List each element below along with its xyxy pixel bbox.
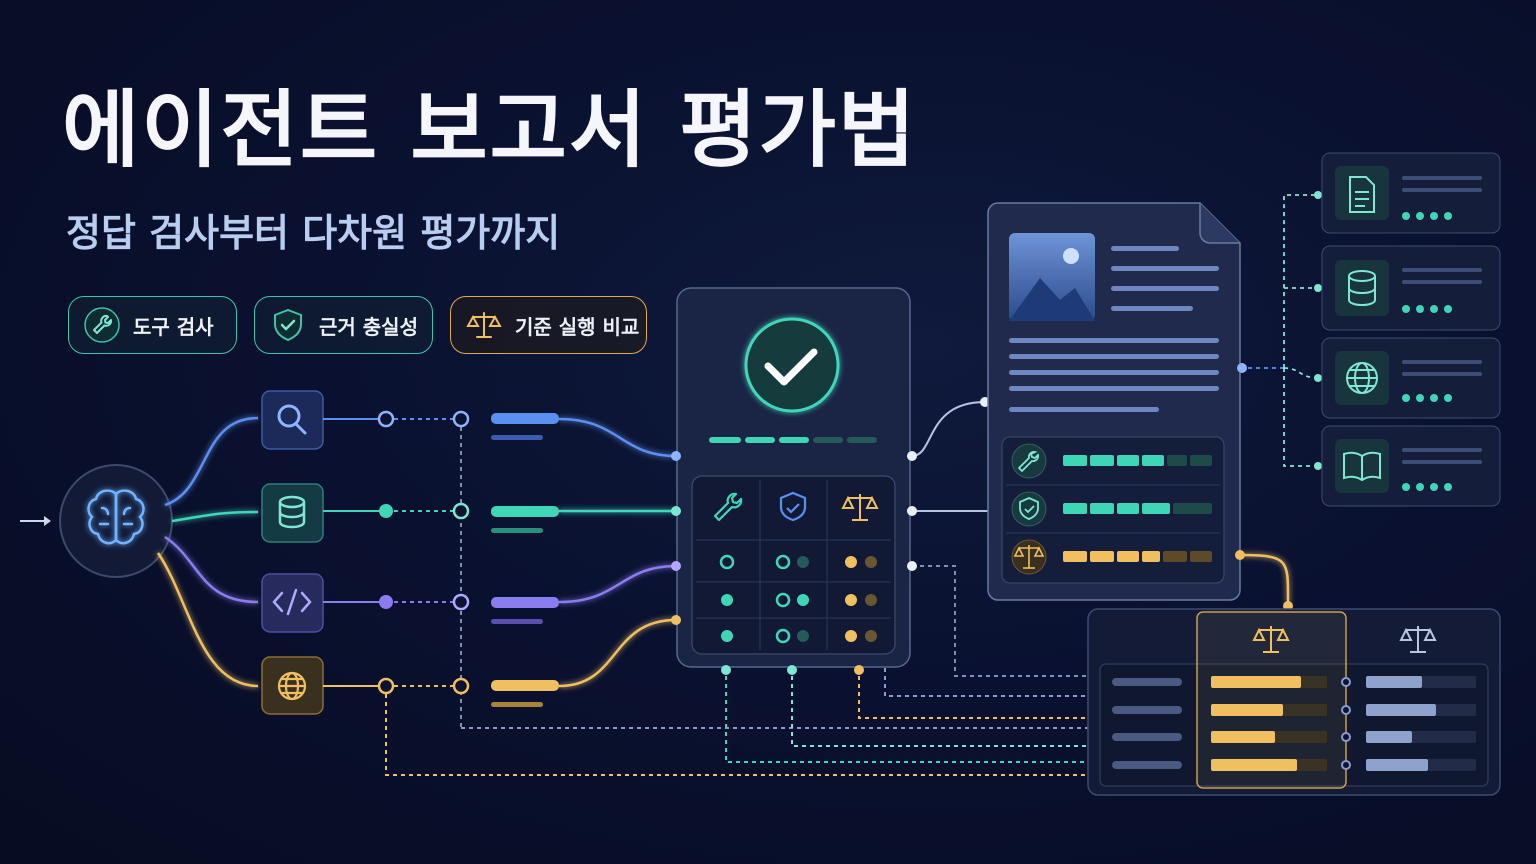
wrench-icon <box>1017 451 1039 473</box>
report-to-comparison-edge <box>1235 550 1293 611</box>
code-icon <box>272 588 312 616</box>
agent-to-tools-edges <box>156 416 259 688</box>
report-to-sources-edges <box>1240 194 1319 467</box>
tool-output-lines <box>323 418 1090 776</box>
chip-tool-check: 도구 검사 <box>68 296 237 354</box>
chip-label: 기준 실행 비교 <box>515 314 640 339</box>
document-icon <box>1349 176 1375 213</box>
checkpoint-nodes <box>377 410 470 695</box>
chip-label: 근거 충실성 <box>319 314 418 339</box>
tool-search <box>261 390 324 450</box>
wrench-icon <box>713 492 743 522</box>
tool-code <box>261 573 324 633</box>
globe-icon <box>1346 362 1378 394</box>
bars-to-evaluator-edges <box>558 417 677 688</box>
shield-check-icon <box>1019 497 1039 520</box>
chip-evidence-fidelity: 근거 충실성 <box>254 296 433 354</box>
checkmark-icon <box>764 348 818 386</box>
shield-check-icon <box>269 306 307 344</box>
baseline-comparison-panel <box>1087 608 1501 796</box>
scales-icon <box>465 306 503 344</box>
chip-baseline-comparison: 기준 실행 비교 <box>450 296 647 354</box>
page-title: 에이전트 보고서 평가법 <box>62 81 918 179</box>
database-icon <box>1348 270 1376 307</box>
search-icon <box>277 404 307 435</box>
result-bars <box>491 413 559 707</box>
scales-icon <box>1013 545 1045 569</box>
source-card-document <box>1321 152 1501 234</box>
chip-label: 도구 검사 <box>133 314 214 339</box>
source-card-database <box>1321 245 1501 331</box>
scales-icon <box>841 494 879 521</box>
source-junction-nodes <box>1237 191 1322 470</box>
report-document <box>987 202 1241 601</box>
globe-icon <box>277 671 307 701</box>
evaluator-panel <box>671 287 911 668</box>
book-icon <box>1343 451 1381 482</box>
database-icon <box>278 495 306 529</box>
tool-database <box>261 483 324 543</box>
input-arrow <box>20 516 51 526</box>
image-icon <box>1009 233 1095 321</box>
wrench-icon <box>83 306 121 344</box>
agent-node <box>59 464 173 578</box>
page-subtitle: 정답 검사부터 다차원 평가까지 <box>66 211 561 255</box>
scales-icon <box>1252 626 1290 653</box>
evaluator-output-edges <box>725 401 1090 763</box>
source-card-web <box>1321 337 1501 419</box>
tool-web <box>261 656 324 715</box>
shield-check-icon <box>779 491 807 522</box>
brain-icon <box>87 489 145 545</box>
scales-icon <box>1399 626 1437 653</box>
source-card-book <box>1321 425 1501 507</box>
